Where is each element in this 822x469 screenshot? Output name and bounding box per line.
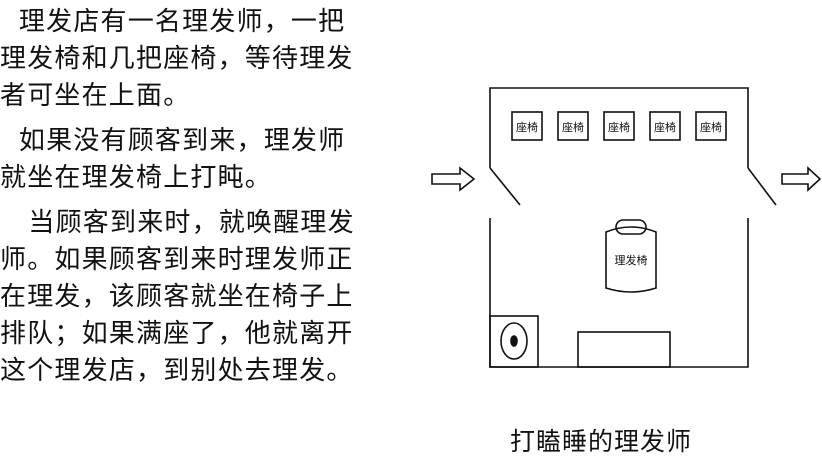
wall-lower	[489, 218, 749, 368]
text-line: 就坐在理发椅上打盹。	[0, 163, 273, 193]
paragraph-1: 理发店有一名理发师，一把 理发椅和几把座椅，等待理发 者可坐在上面。	[0, 4, 420, 115]
text-line: 排队；如果满座了，他就离开	[0, 319, 354, 349]
text-line: 在理发，该顾客就坐在椅子上	[0, 282, 354, 312]
text-line: 理发椅和几把座椅，等待理发	[0, 44, 354, 74]
sink-drain	[510, 335, 518, 347]
waiting-seat	[695, 111, 727, 141]
waiting-seat	[603, 111, 635, 141]
wall-upper	[489, 87, 749, 168]
text-line: 这个理发店，到别处去理发。	[0, 356, 354, 386]
paragraph-3: 当顾客到来时，就唤醒理发 师。如果顾客到来时理发师正 在理发，该顾客就坐在椅子上…	[0, 205, 420, 390]
waiting-seat	[649, 111, 681, 141]
sink	[489, 315, 539, 368]
waiting-seat	[511, 111, 543, 141]
text-line: 当顾客到来时，就唤醒理发	[0, 208, 355, 238]
waiting-seats: 座椅 座椅 座椅 座椅 座椅	[511, 111, 727, 141]
text-line: 师。如果顾客到来时理发师正	[0, 245, 354, 275]
barber-chair	[605, 226, 657, 293]
description-text: 理发店有一名理发师，一把 理发椅和几把座椅，等待理发 者可坐在上面。 如果没有顾…	[0, 4, 420, 398]
waiting-seat	[557, 111, 589, 141]
text-line: 者可坐在上面。	[0, 81, 191, 111]
seat-label: 座椅	[608, 120, 630, 134]
sink-basin	[500, 322, 528, 360]
seat-label: 座椅	[700, 120, 722, 134]
barbershop-diagram: 座椅 座椅 座椅 座椅 座椅 理发椅	[431, 87, 822, 368]
seat-label: 座椅	[562, 120, 584, 134]
text-line: 理发店有一名理发师，一把	[0, 7, 346, 37]
exit-door	[747, 167, 777, 206]
entrance-arrow-icon	[431, 166, 476, 192]
exit-arrow-icon	[781, 166, 822, 192]
paragraph-2: 如果没有顾客到来，理发师 就坐在理发椅上打盹。	[0, 123, 420, 197]
entrance-door	[489, 167, 521, 206]
barber-chair-back	[615, 219, 647, 235]
seat-label: 座椅	[516, 120, 538, 134]
counter	[577, 331, 671, 368]
diagram-caption: 打瞌睡的理发师	[510, 427, 693, 456]
barber-chair-label: 理发椅	[615, 253, 648, 267]
seat-label: 座椅	[654, 120, 676, 134]
text-line: 如果没有顾客到来，理发师	[0, 126, 346, 156]
